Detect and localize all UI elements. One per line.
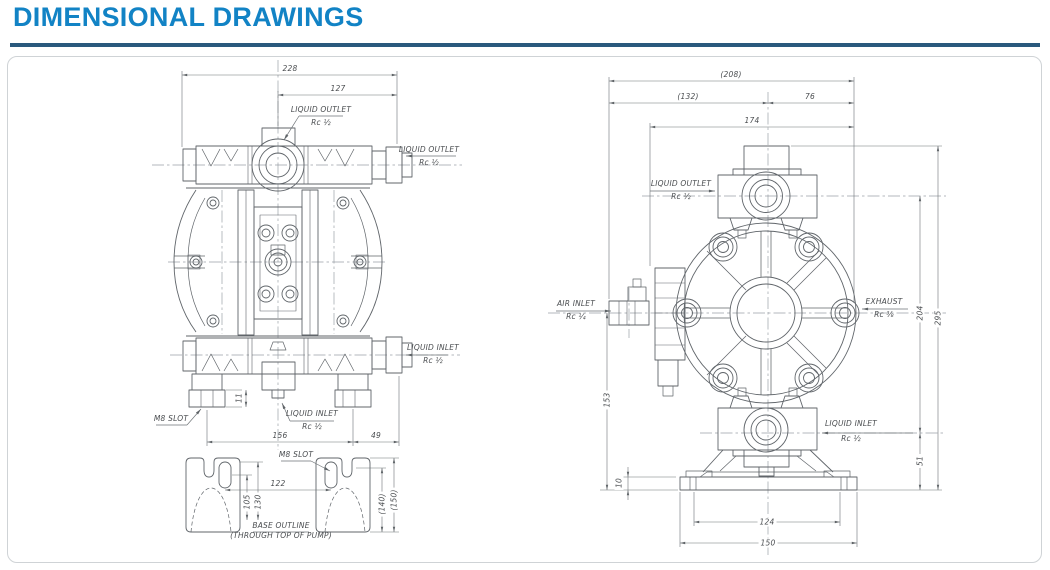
dim-label-overall-width-top: 228 bbox=[282, 64, 298, 73]
page-title: DIMENSIONAL DRAWINGS bbox=[13, 2, 364, 32]
dim-label-width-right: 76 bbox=[805, 92, 815, 101]
dim-label-base-thickness: 10 bbox=[614, 476, 624, 490]
dim-label-feet-span-front: 124 bbox=[757, 517, 777, 527]
dim-label-slot-span: 122 bbox=[270, 479, 286, 488]
dim-label-slot-height: 105 bbox=[242, 492, 252, 512]
dim-label-foot-thickness: 11 bbox=[234, 391, 244, 405]
dim-label-base-width: 150 bbox=[758, 538, 778, 548]
title-underline-rule bbox=[10, 43, 1040, 47]
dim-label-air-height: 153 bbox=[602, 390, 612, 410]
dim-label-feet-to-port: 49 bbox=[371, 431, 381, 440]
bolt-circles bbox=[672, 232, 860, 393]
dim-label-inlet-height: 51 bbox=[915, 454, 925, 468]
drawing-frame bbox=[7, 56, 1042, 563]
dim-label-outlet-offset: 127 bbox=[330, 84, 346, 93]
dim-label-top-height: 130 bbox=[253, 492, 263, 512]
dim-label-port-span: 204 bbox=[915, 303, 925, 323]
dim-label-height-overall: 295 bbox=[933, 308, 943, 328]
label-m8-slot: M8 SLOT bbox=[153, 414, 189, 423]
front-view-pump-drawing bbox=[608, 145, 860, 491]
dim-label-overall-width-front: (208) bbox=[720, 70, 742, 79]
dim-label-width-left: (132) bbox=[677, 92, 699, 101]
dim-label-feet-span: 156 bbox=[272, 431, 288, 440]
label-m8-slot-base: M8 SLOT bbox=[278, 450, 314, 459]
label-leaders bbox=[156, 115, 913, 533]
top-view-pump-drawing bbox=[173, 127, 413, 533]
dim-label-width-body: 174 bbox=[744, 116, 760, 125]
label-base-outline-caption: BASE OUTLINE(THROUGH TOP OF PUMP) bbox=[230, 521, 332, 540]
dimension-lines bbox=[181, 71, 942, 547]
dim-label-width-ref: (140) bbox=[377, 491, 387, 517]
dim-label-height-ref: (150) bbox=[389, 487, 399, 513]
